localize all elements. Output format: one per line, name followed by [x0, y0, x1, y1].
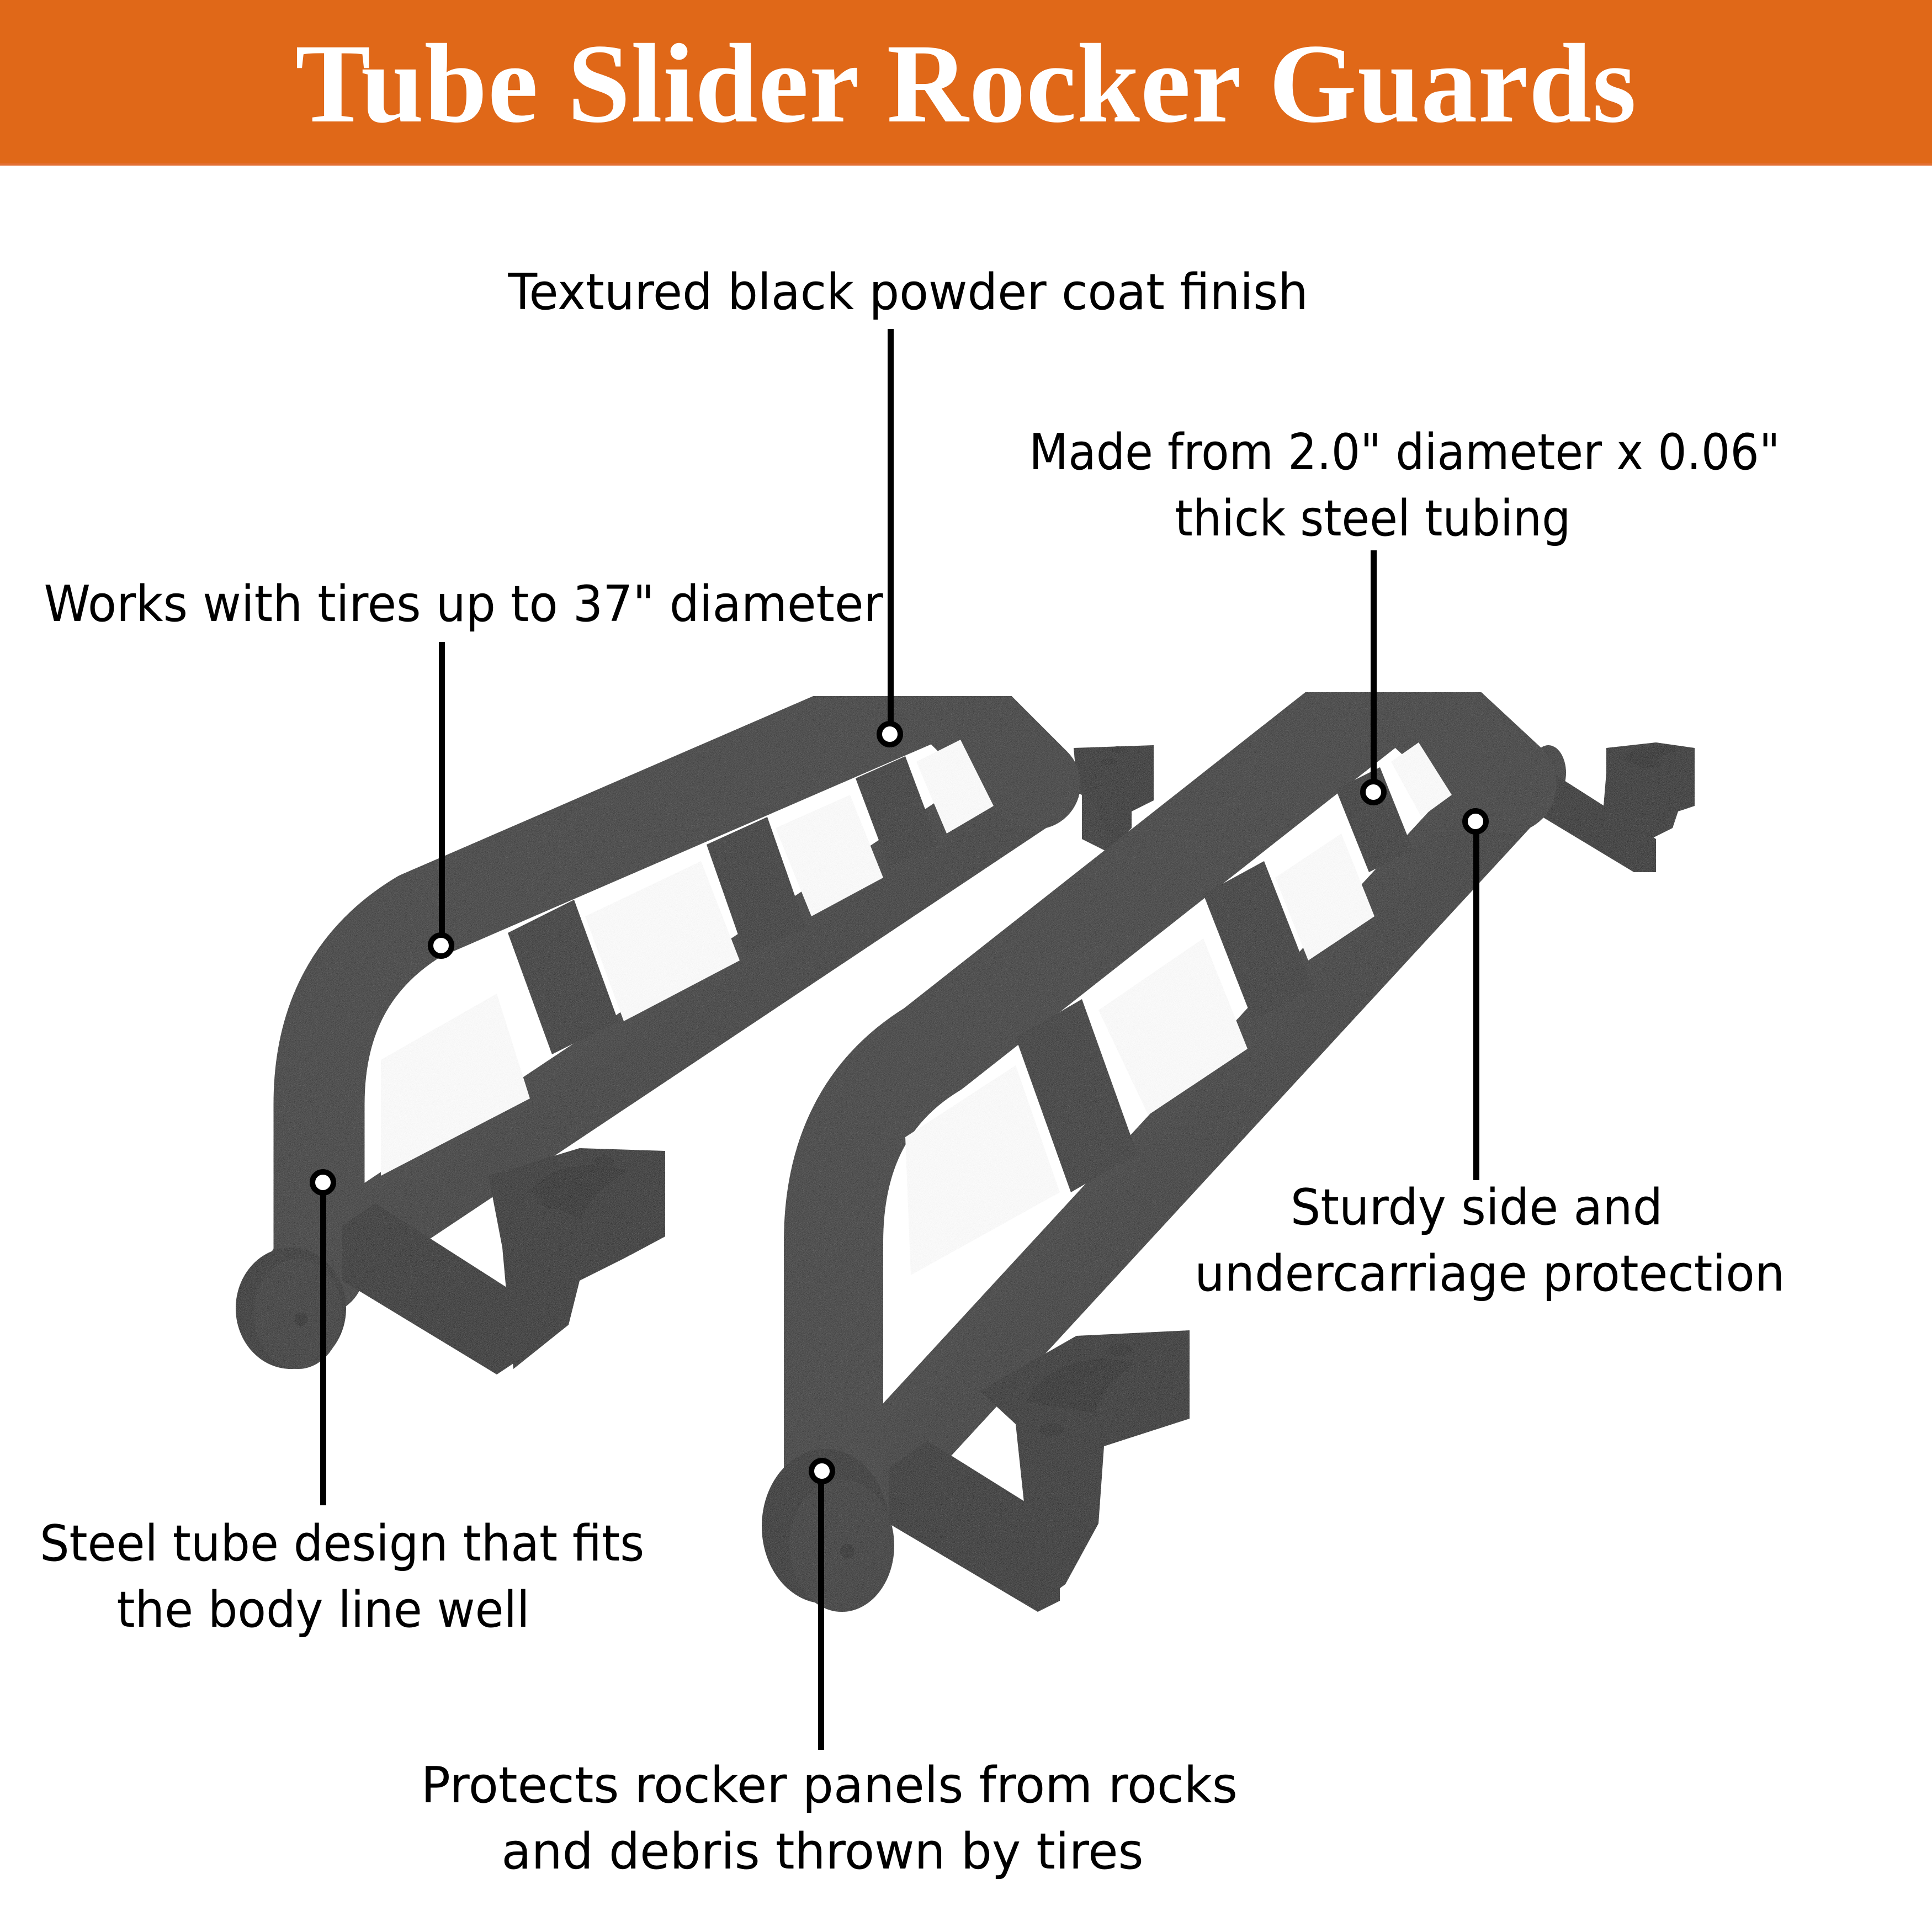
left-rocker-guard	[236, 650, 1154, 1374]
callout-design-line-2: the body line well	[116, 1581, 530, 1639]
header-banner: Tube Slider Rocker Guards	[0, 0, 1932, 166]
callout-tubing: Made from 2.0" diameter x 0.06" thick st…	[1029, 420, 1780, 552]
callout-dot-design	[310, 1169, 336, 1196]
callout-rocker-panels: Protects rocker panels from rocks and de…	[421, 1753, 1238, 1885]
left-front-end-cap	[236, 1248, 346, 1369]
callout-leader-rocker-panels	[818, 1482, 824, 1750]
callout-finish: Textured black powder coat finish	[508, 259, 1308, 326]
right-front-mount-bracket	[889, 1330, 1190, 1612]
callout-leader-tubing	[1371, 550, 1377, 781]
callout-leader-tire-fit	[439, 642, 445, 935]
left-front-mount-bracket	[342, 1148, 665, 1374]
callout-dot-rocker-panels	[809, 1458, 835, 1484]
callout-finish-line-1: Textured black powder coat finish	[508, 263, 1308, 321]
right-front-end-cap	[762, 1449, 894, 1612]
callout-rocker-panels-line-1: Protects rocker panels from rocks	[421, 1756, 1238, 1814]
callout-leader-protection	[1473, 832, 1479, 1180]
callout-dot-protection	[1462, 808, 1489, 835]
callout-tire-fit-line-1: Works with tires up to 37" diameter	[44, 575, 883, 633]
callout-tubing-line-2: thick steel tubing	[1175, 490, 1571, 548]
callout-dot-tire-fit	[428, 932, 454, 959]
callout-leader-finish	[888, 329, 894, 723]
callout-design-line-1: Steel tube design that fits	[39, 1515, 645, 1573]
callout-protection-line-2: undercarriage protection	[1195, 1245, 1785, 1303]
callout-tubing-line-1: Made from 2.0" diameter x 0.06"	[1029, 423, 1780, 481]
callout-protection: Sturdy side and undercarriage protection	[1195, 1175, 1785, 1307]
callout-dot-tubing	[1360, 779, 1387, 805]
page-title: Tube Slider Rocker Guards	[295, 21, 1637, 146]
callout-tire-fit: Works with tires up to 37" diameter	[44, 571, 883, 638]
callout-design: Steel tube design that fits the body lin…	[39, 1511, 645, 1643]
callout-dot-finish	[877, 721, 903, 747]
callout-rocker-panels-line-2: and debris thrown by tires	[501, 1823, 1144, 1881]
callout-protection-line-1: Sturdy side and	[1290, 1179, 1663, 1236]
right-rocker-guard	[762, 643, 1695, 1612]
callout-leader-design	[320, 1193, 326, 1505]
